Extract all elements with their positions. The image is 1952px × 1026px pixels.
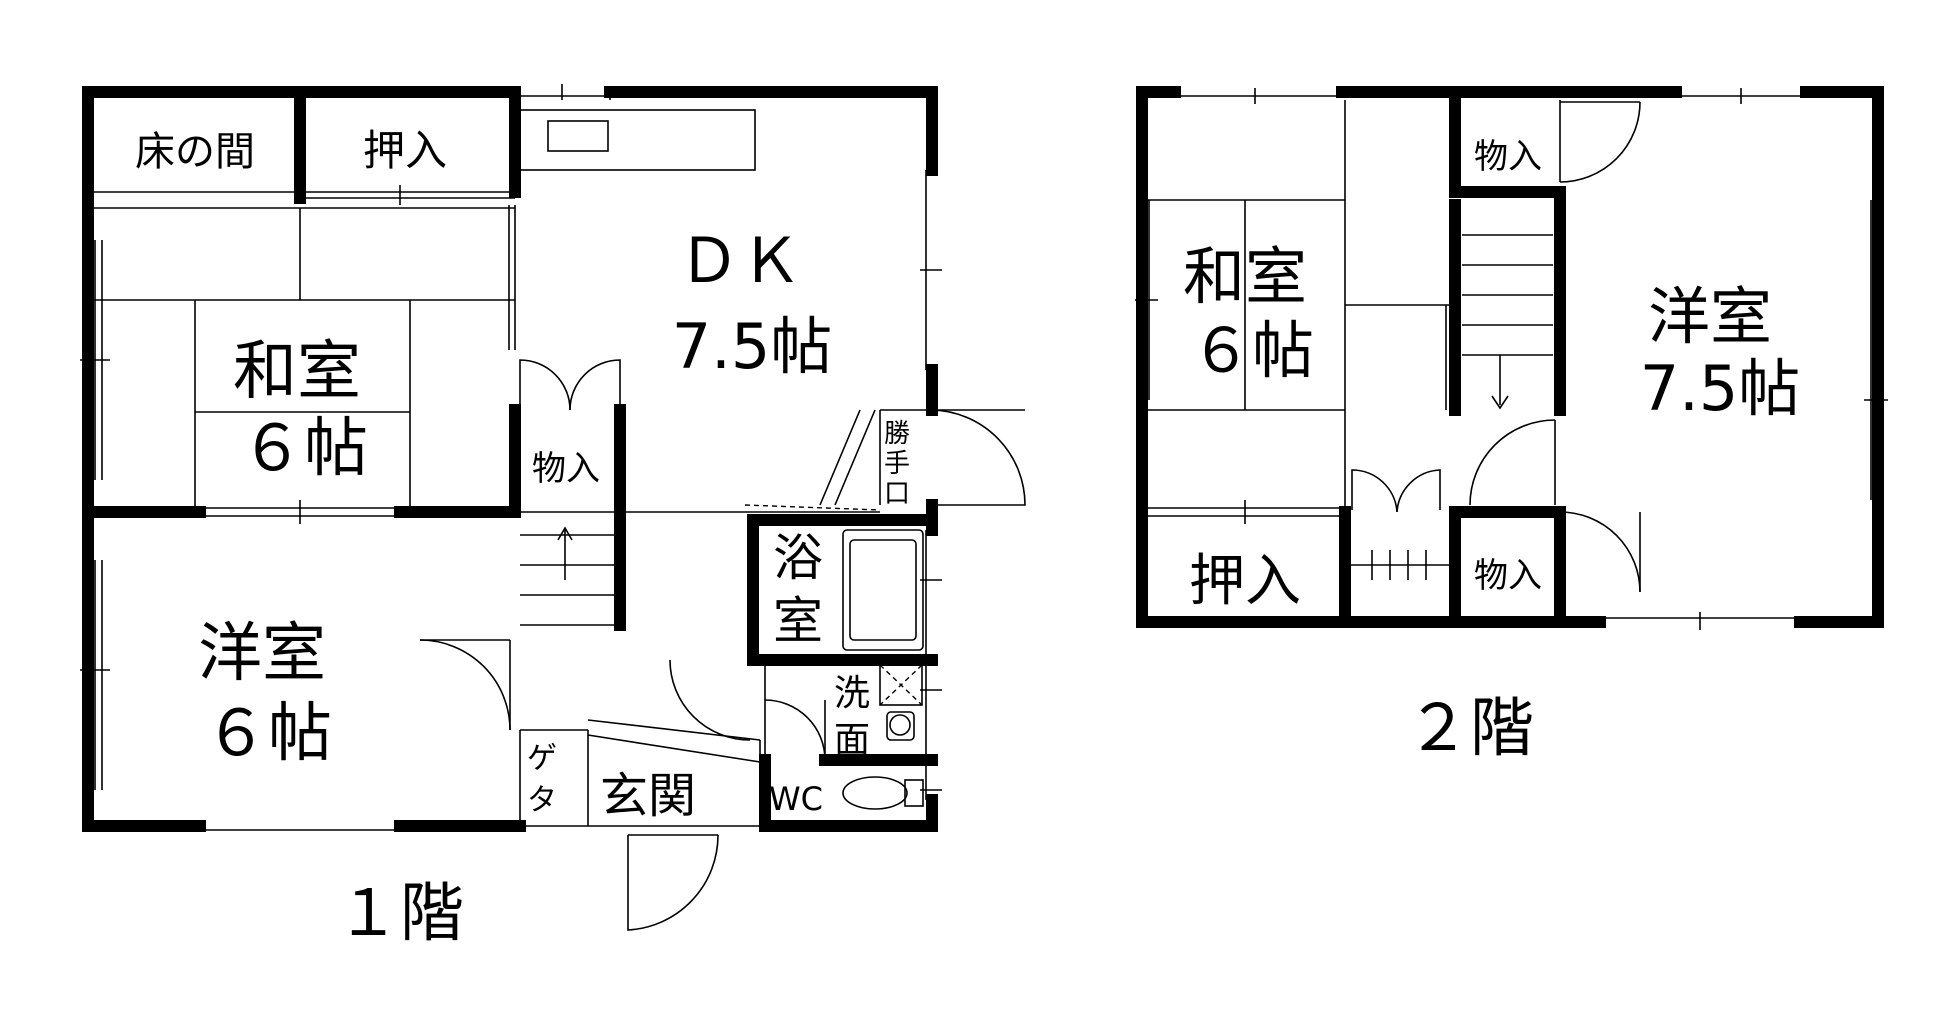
room-label-yoshitsu-name: 洋室 [198,617,326,691]
room-label-dk-name: ＤＫ [678,224,802,297]
room-label-wc: WC [769,780,823,818]
room-label-senmen-2: 面 [834,720,870,761]
room-label-yokushitsu-1: 浴 [773,529,823,587]
floor-1-caption: １階 [336,877,464,951]
room-label-senmen-1: 洗 [834,673,870,714]
room2-label-monoire-top: 物入 [1474,137,1542,177]
room2-label-monoire-bottom: 物入 [1474,556,1542,596]
room2-label-yoshitsu-name: 洋室 [1648,280,1772,353]
room-label-oshiire: 押入 [363,126,447,175]
room-label-dk-size: 7.5帖 [672,310,833,383]
room2-label-washitsu-size: ６帖 [1190,314,1314,387]
room-label-yoshitsu-size: ６帖 [204,697,332,771]
room-label-kattekuchi-2: 手 [884,449,910,479]
stairs-floor2 [1462,234,1553,410]
floor-2-caption: ２階 [1406,692,1534,766]
room-label-kattekuchi-3: 口 [884,479,910,509]
floor-2-plan [1135,86,1888,630]
room-label-washitsu-size: ６帖 [240,412,368,486]
room-label-geta-1: ゲ [527,741,557,776]
stairs-floor1 [520,526,615,626]
room-label-washitsu-name: 和室 [233,335,361,409]
room-label-yokushitsu-2: 室 [773,592,823,650]
room-label-kattekuchi-1: 勝 [884,419,910,449]
floor-1-plan [80,84,1026,931]
room2-label-oshiire: 押入 [1189,549,1301,614]
room2-label-washitsu-name: 和室 [1183,240,1307,313]
room-label-tokonoma: 床の間 [135,129,255,175]
room-label-monoire: 物入 [532,449,600,489]
room-label-geta-2: タ [527,783,557,818]
room-label-genkan: 玄関 [600,768,696,824]
room2-label-yoshitsu-size: 7.5帖 [1640,352,1801,425]
